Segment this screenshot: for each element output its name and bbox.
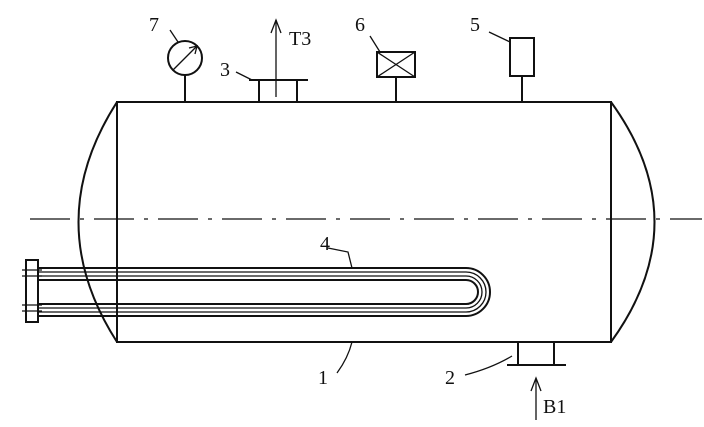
valve-icon <box>376 51 416 102</box>
label-inlet-flow: B1 <box>543 396 566 418</box>
leader-2 <box>464 355 513 376</box>
vessel-body <box>77 101 656 343</box>
leader-4 <box>327 247 353 269</box>
label-vessel: 1 <box>318 367 328 389</box>
label-heating-coil: 4 <box>320 233 330 255</box>
arrow-up-icon <box>270 18 282 97</box>
outlet-nozzle <box>249 79 308 102</box>
arrow-up-icon <box>530 376 542 420</box>
inlet-nozzle <box>507 342 566 366</box>
label-pressure-gauge: 7 <box>149 14 159 36</box>
heating-coil <box>22 259 491 323</box>
label-outlet-flow: T3 <box>289 28 311 50</box>
label-outlet-nozzle: 3 <box>220 59 230 81</box>
label-inlet-nozzle: 2 <box>445 367 455 389</box>
label-level-sensor: 5 <box>470 14 480 36</box>
sensor-icon <box>509 37 535 102</box>
leader-3 <box>235 71 253 81</box>
leader-5 <box>488 31 511 43</box>
leader-7 <box>169 29 179 43</box>
leader-1 <box>336 341 353 374</box>
pressure-gauge-icon <box>167 40 203 102</box>
leader-6 <box>369 35 381 53</box>
label-valve: 6 <box>355 14 365 36</box>
